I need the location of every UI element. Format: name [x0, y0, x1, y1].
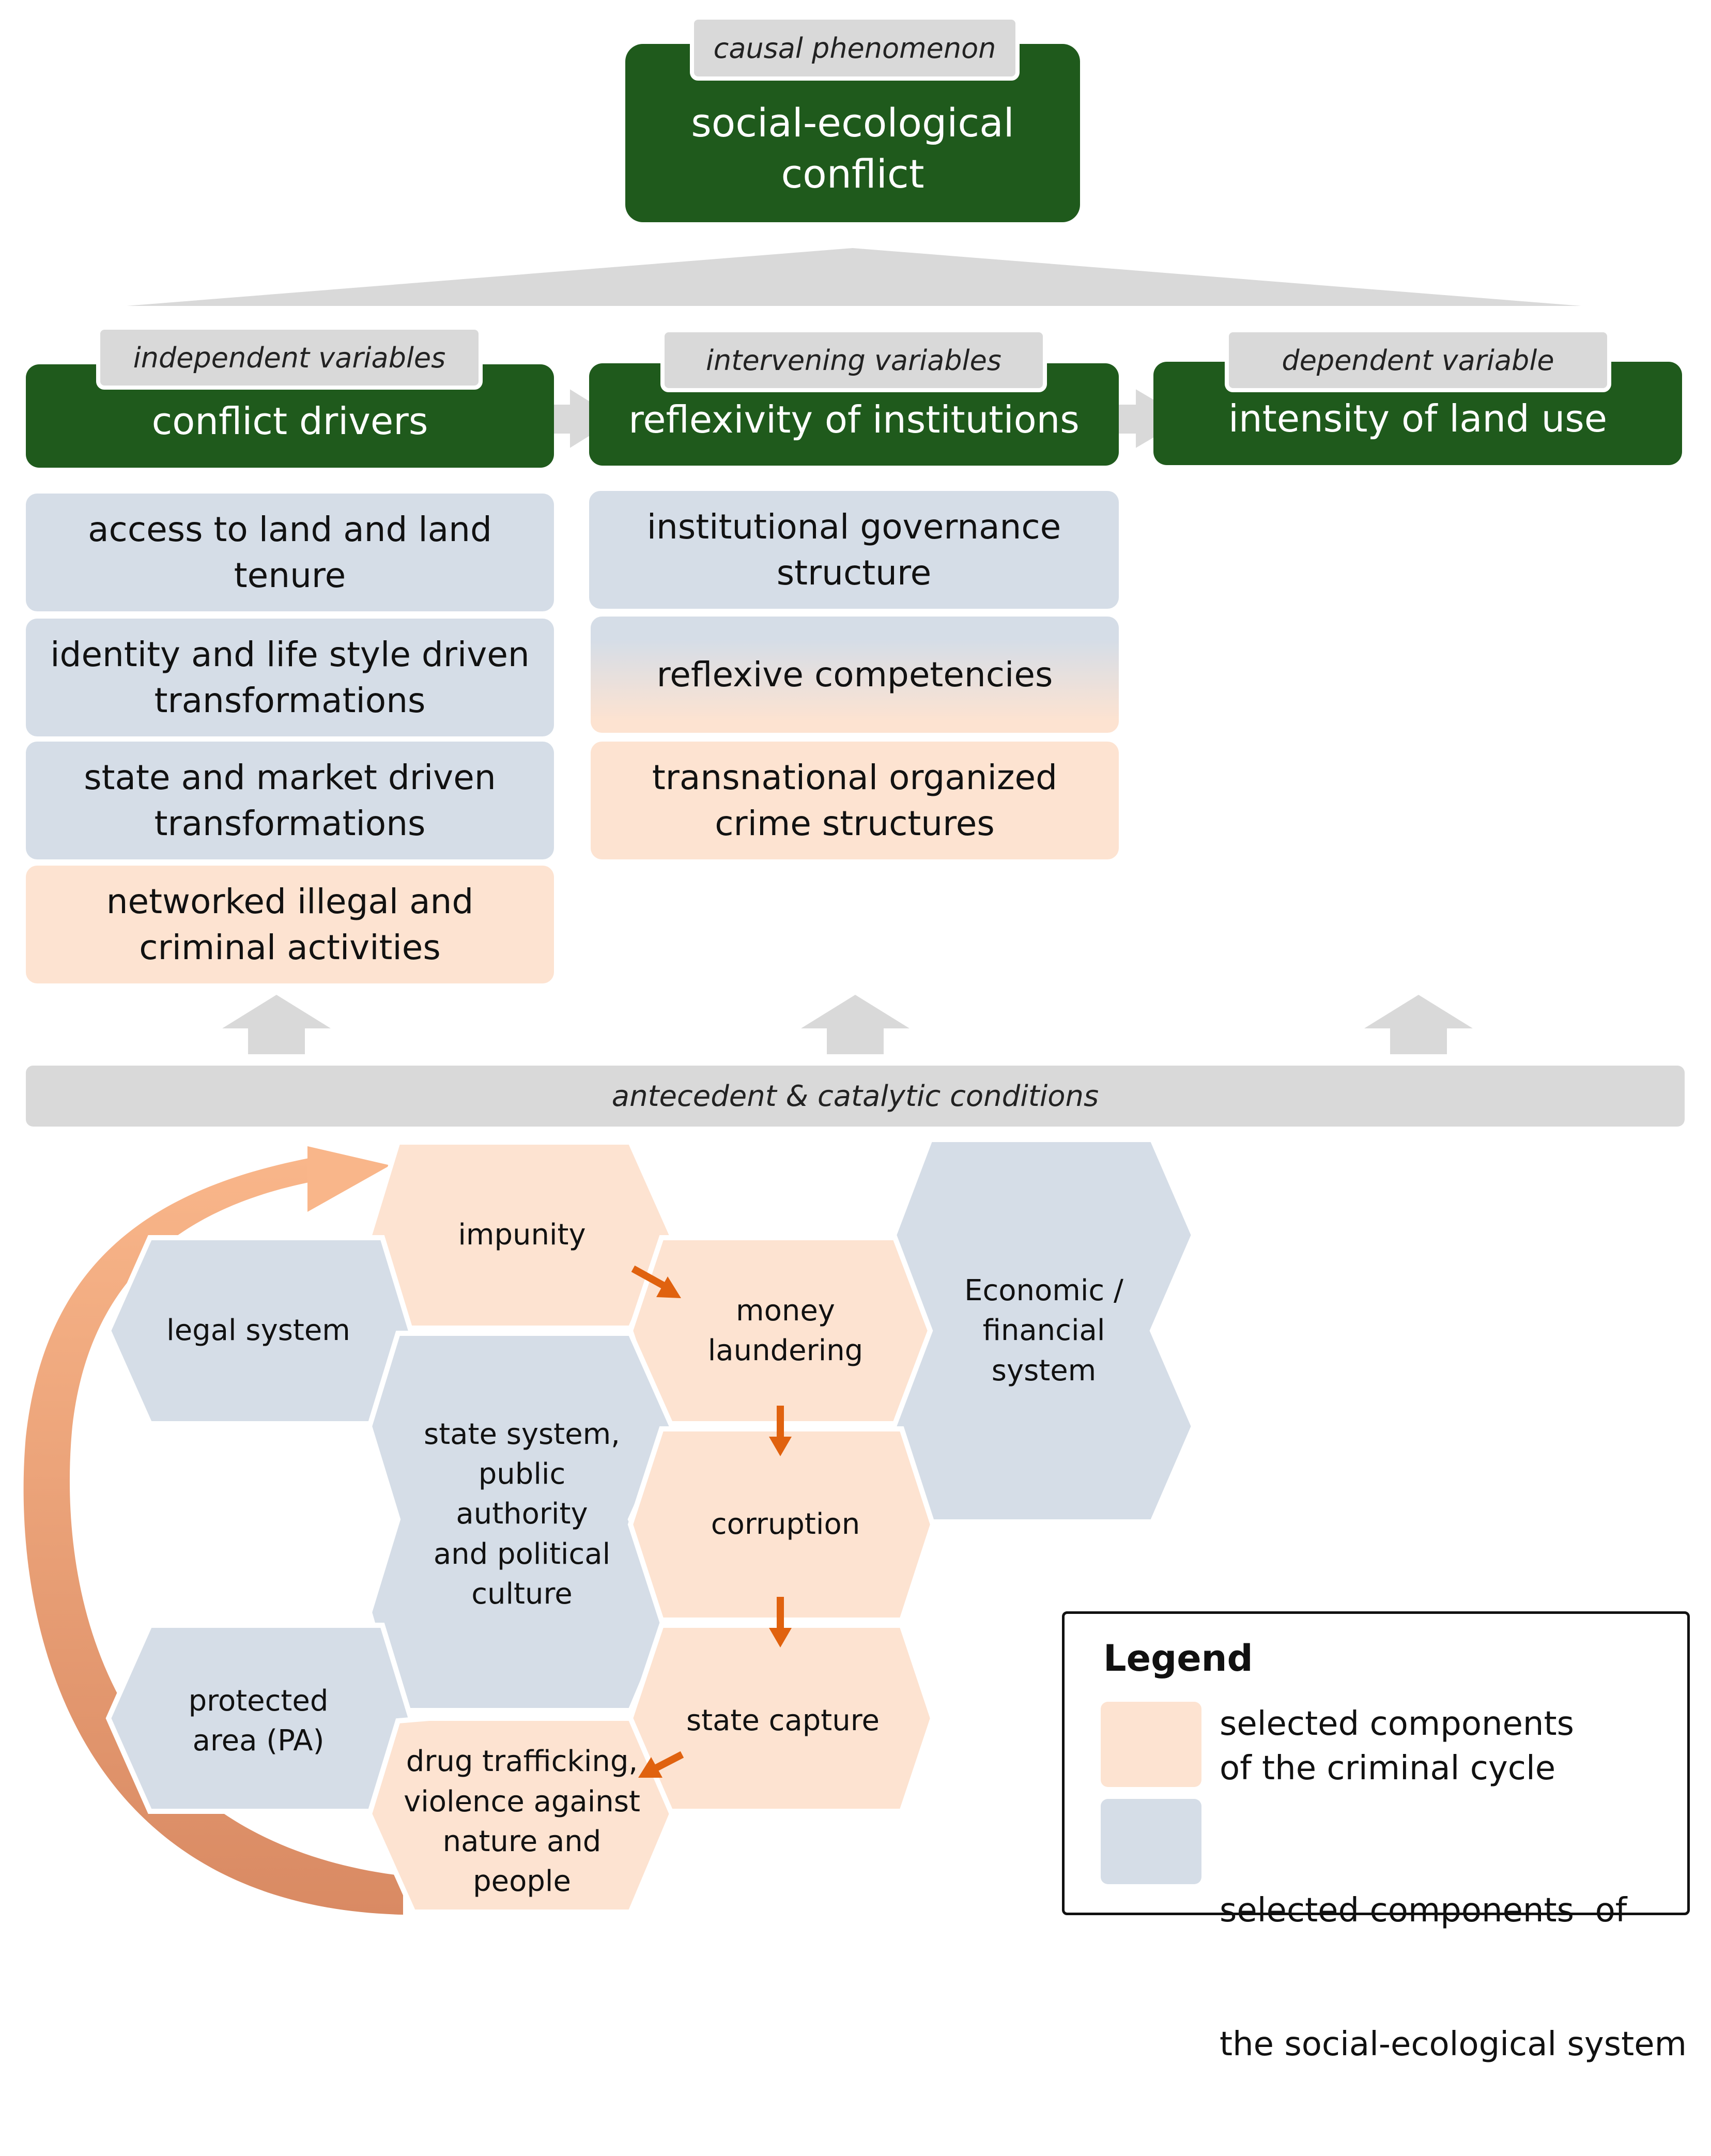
tag-independent-variables: independent variables — [96, 326, 483, 390]
label-corruption: corruption — [711, 1507, 860, 1542]
label-money-laundering: money laundering — [707, 1293, 864, 1367]
legend-swatch-criminal-cycle — [1101, 1702, 1201, 1787]
label-impunity: impunity — [458, 1218, 586, 1252]
label-legal-system: legal system — [166, 1314, 350, 1348]
item-reflexive-competencies: reflexive competencies — [591, 617, 1119, 733]
arrow-capture-to-drug — [638, 1751, 684, 1778]
item-networked-illegal: networked illegal and criminal activitie… — [26, 866, 554, 983]
arrow-corruption-to-capture — [769, 1597, 792, 1647]
fan-triangle — [127, 248, 1581, 306]
legend-box: Legend selected components of the crimin… — [1062, 1611, 1690, 2063]
hex-corruption — [627, 1426, 936, 1623]
label-drug-trafficking: drug trafficking, violence against natur… — [404, 1745, 640, 1899]
item-institutional-governance: institutional governance structure — [589, 491, 1119, 609]
up-arrow-left — [222, 995, 331, 1054]
tag-intervening-variables: intervening variables — [660, 328, 1047, 392]
legend-label-social-ecological: selected components of the social-ecolog… — [1220, 1891, 1687, 2063]
tag-causal-phenomenon: causal phenomenon — [690, 16, 1020, 81]
item-identity-life-style: identity and life style driven transform… — [26, 619, 554, 736]
label-protected-area: protected area (PA) — [188, 1684, 329, 1758]
cycle-arrowhead — [307, 1146, 390, 1212]
item-access-to-land: access to land and land tenure — [26, 494, 554, 611]
hex-economic — [891, 1137, 1197, 1524]
tag-dependent-variable: dependent variable — [1225, 328, 1611, 392]
label-economic-system: Economic / financial system — [964, 1274, 1123, 1388]
item-transnational-crime: transnational organized crime structures — [591, 742, 1119, 859]
item-state-market: state and market driven transformations — [26, 742, 554, 859]
up-arrow-center — [801, 995, 910, 1054]
up-arrow-right — [1364, 995, 1473, 1054]
legend-swatch-social-ecological — [1101, 1799, 1201, 1884]
arrow-laundering-to-corruption — [769, 1406, 792, 1456]
conditions-bar: antecedent & catalytic conditions — [26, 1066, 1685, 1127]
legend-label-criminal-cycle: selected components of the criminal cycl… — [1220, 1705, 1574, 1788]
legend-title: Legend — [1103, 1637, 1253, 1680]
top-title-line2: conflict — [781, 150, 924, 197]
hex-drug-trafficking — [366, 1716, 675, 1915]
top-title-line1: social-ecological — [691, 99, 1014, 146]
diagram-canvas — [23, 248, 1581, 1915]
arrow-impunity-to-laundering — [631, 1265, 681, 1298]
label-state-capture: state capture — [686, 1704, 880, 1738]
label-state-system: state system, public authority and polit… — [424, 1417, 620, 1611]
